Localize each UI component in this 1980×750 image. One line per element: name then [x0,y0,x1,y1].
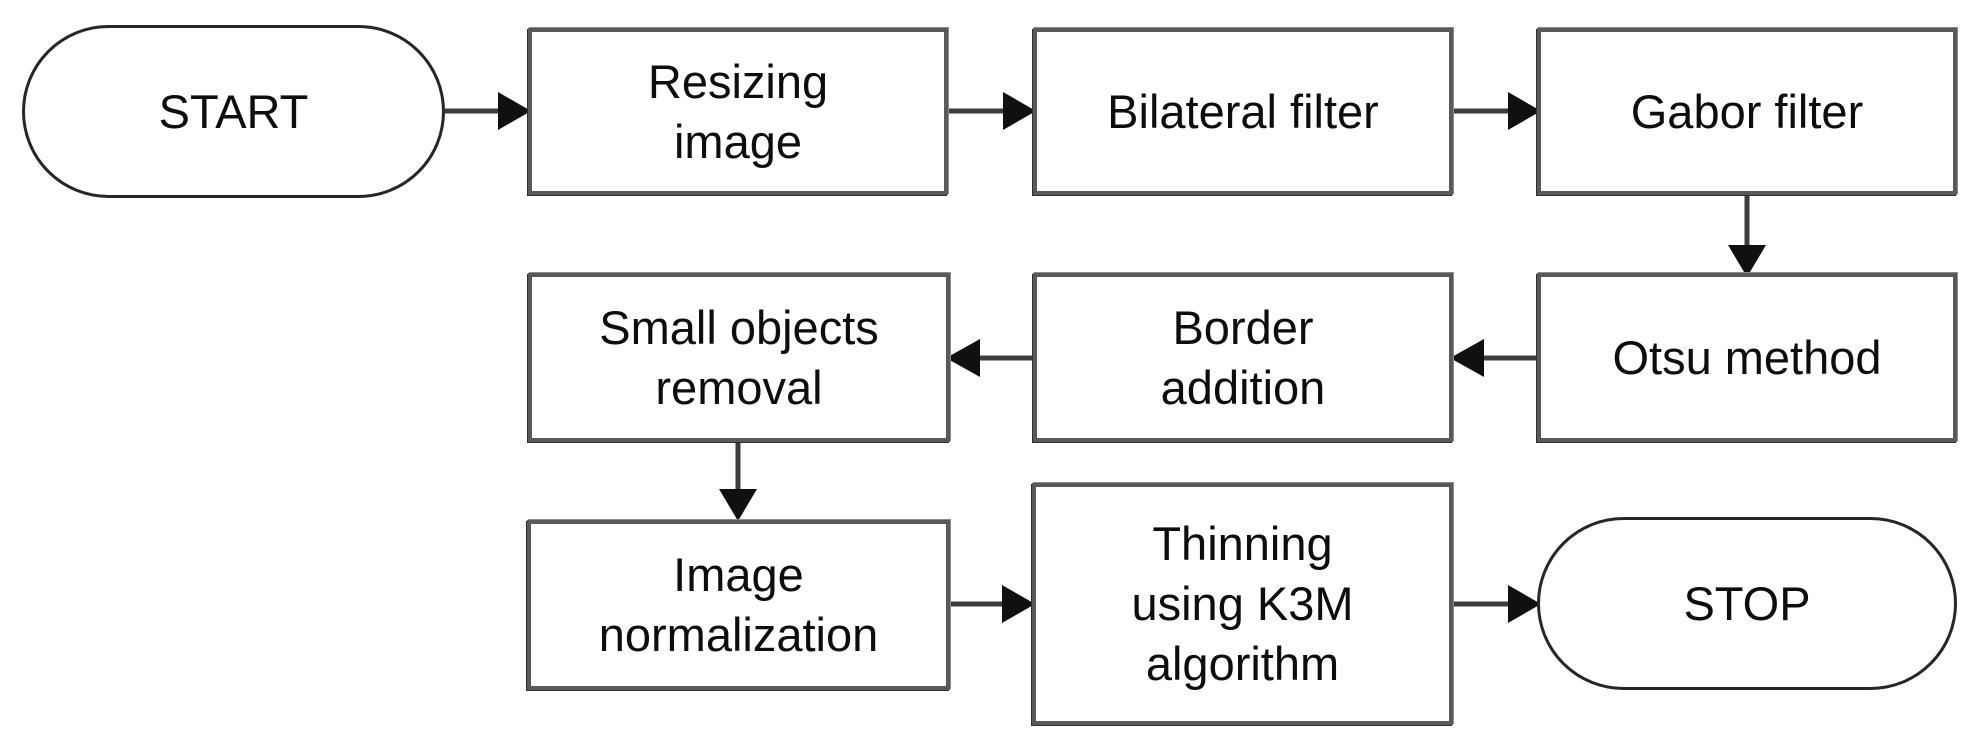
flow-box-image-normalization: Image normalization [527,520,950,690]
flow-node-label: Otsu method [1612,330,1882,384]
arrow-image-normalization-to-thinning [950,585,1035,623]
arrow-gabor-to-otsu [1728,195,1766,277]
flow-node-label: Image normalization [598,548,879,661]
flow-box-gabor-filter: Gabor filter [1537,28,1957,195]
arrow-otsu-to-border-addition [1450,339,1537,377]
flow-terminator-stop: STOP [1537,517,1957,690]
flow-box-border-addition: Border addition [1033,273,1453,442]
flow-node-label: Bilateral filter [1107,84,1379,138]
arrow-thinning-to-stop [1453,585,1541,623]
flow-node-label: Small objects removal [599,300,879,414]
flow-node-label: Thinning using K3M algorithm [1131,517,1354,690]
flow-box-resizing-image: Resizing image [528,28,948,195]
arrow-border-addition-to-small-objects [946,339,1033,377]
flow-box-small-objects-removal: Small objects removal [528,273,950,442]
flow-box-bilateral-filter: Bilateral filter [1033,28,1453,195]
arrow-start-to-resizing [445,92,531,130]
flow-node-label: Resizing image [647,54,829,168]
arrow-resizing-to-bilateral [948,92,1036,130]
flow-terminator-start: START [22,25,445,198]
arrow-bilateral-to-gabor [1453,92,1541,130]
flow-node-label: Border addition [1160,300,1326,414]
flow-node-label: Gabor filter [1630,84,1864,138]
flow-box-otsu-method: Otsu method [1537,273,1957,442]
flow-box-thinning-k3m: Thinning using K3M algorithm [1032,483,1453,725]
flow-node-label: START [158,84,309,138]
flow-node-label: STOP [1683,576,1811,630]
arrow-small-objects-to-image-normalization [719,442,757,521]
